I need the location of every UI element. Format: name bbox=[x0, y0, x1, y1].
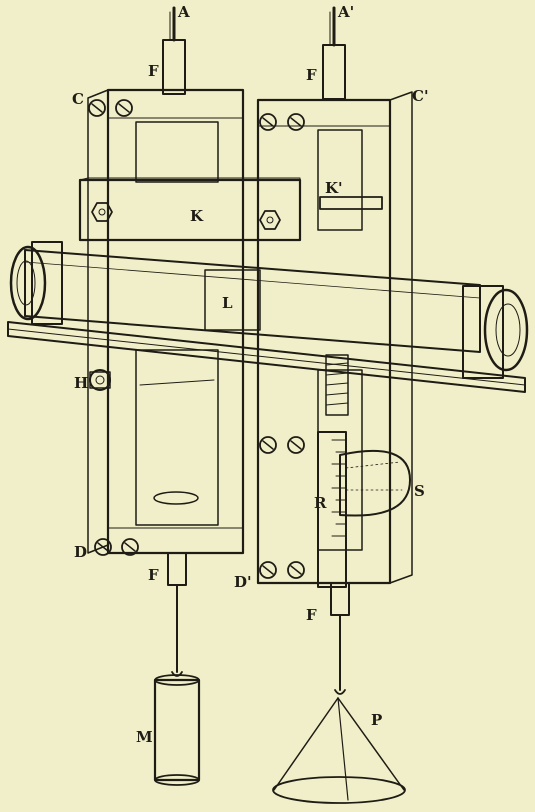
left-end-cap bbox=[9, 241, 63, 325]
label-a-prime: A' bbox=[337, 3, 354, 21]
crossbar-k bbox=[78, 177, 302, 242]
label-f-top-right: F bbox=[306, 66, 317, 84]
top-rod-right bbox=[322, 6, 346, 100]
label-s: S bbox=[414, 482, 425, 500]
weight-m bbox=[153, 674, 201, 786]
label-f-top-left: F bbox=[148, 62, 159, 80]
label-c-prime: C' bbox=[412, 87, 429, 105]
label-h: H bbox=[74, 374, 88, 392]
dial-s bbox=[339, 449, 411, 517]
top-rod-left bbox=[162, 6, 186, 95]
label-k-prime: K' bbox=[325, 179, 343, 197]
bottom-rod-left bbox=[167, 552, 187, 677]
label-m: M bbox=[136, 728, 153, 746]
label-d-prime: D' bbox=[234, 573, 252, 591]
label-f-bottom-left: F bbox=[148, 566, 159, 584]
block-l bbox=[204, 269, 261, 331]
scale-pan-p bbox=[272, 697, 406, 804]
horizontal-rail bbox=[7, 321, 526, 393]
horizontal-tube bbox=[24, 249, 481, 353]
left-frame bbox=[87, 88, 245, 555]
right-frame-screws bbox=[259, 113, 305, 579]
label-a: A bbox=[177, 3, 190, 21]
label-l: L bbox=[222, 294, 233, 312]
knob-h bbox=[89, 369, 111, 391]
label-r: R bbox=[314, 494, 327, 512]
left-frame-screws bbox=[88, 99, 139, 556]
label-d: D bbox=[74, 543, 87, 561]
right-end-cap bbox=[462, 285, 529, 379]
label-p: P bbox=[371, 711, 382, 729]
label-k: K bbox=[190, 207, 204, 225]
rod-k-prime bbox=[319, 196, 383, 210]
label-f-bottom-right: F bbox=[306, 606, 317, 624]
bottom-rod-right bbox=[330, 582, 350, 695]
label-c: C bbox=[72, 90, 84, 108]
figure-labels: A A' F F C C' K K' L H R S D D' F F M P bbox=[72, 3, 429, 746]
